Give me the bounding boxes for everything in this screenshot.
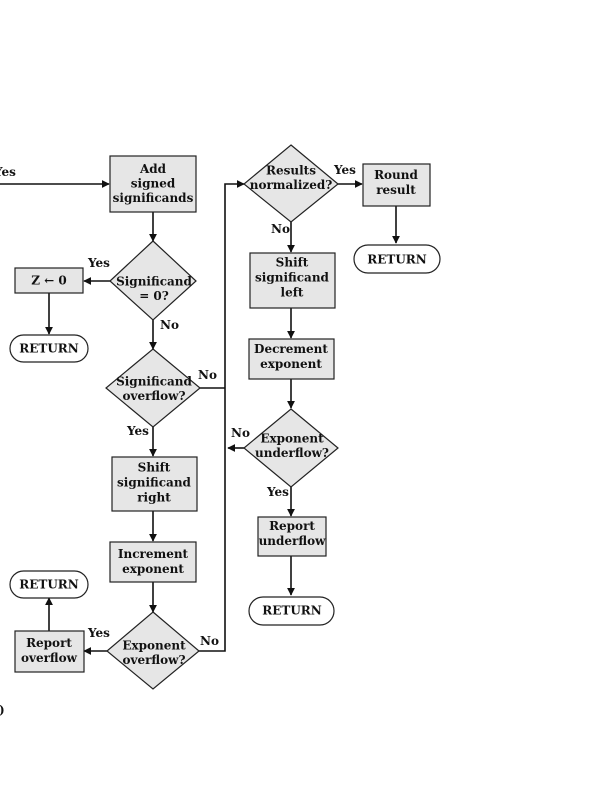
node-label-line: Increment (118, 547, 189, 561)
node-label-line: Exponent (260, 431, 324, 445)
node-label-line: significand (117, 476, 192, 490)
round-result-box (362, 163, 431, 207)
node-label-line: Report (269, 519, 315, 533)
significand-zero-label: Significand= 0? (116, 274, 192, 303)
zero-yes-label: Yes (87, 256, 110, 270)
shift-significand-right-box (111, 456, 198, 512)
node-label-line: significands (113, 191, 194, 205)
incoming-yes-label: Yes (0, 165, 16, 179)
node-label-line: Report (26, 636, 72, 650)
sig-overflow-yes-label: Yes (126, 424, 149, 438)
node-label-line: signed (131, 177, 176, 191)
sig-overflow-no-label: No (198, 368, 217, 382)
return-underflow-label: RETURN (262, 604, 321, 618)
results-normalized-diamond (243, 144, 339, 223)
node-label-line: = 0? (139, 289, 169, 303)
node-label-line: Significand (116, 374, 192, 388)
node-label-line: Shift (138, 461, 171, 475)
node-label-line: overflow? (122, 389, 185, 403)
node-label-line: exponent (260, 357, 322, 371)
exponent-underflow-diamond (243, 408, 339, 488)
decrement-exponent-box (248, 338, 335, 380)
underflow-yes-label: Yes (266, 485, 289, 499)
node-label-line: Decrement (254, 342, 328, 356)
add-signed-significands-box (109, 155, 197, 213)
return-underflow-terminal (248, 596, 335, 626)
node-label-line: underflow (259, 534, 327, 548)
node-label-line: Shift (276, 256, 309, 270)
shift-significand-left-box (249, 252, 336, 309)
node-label-line: normalized? (250, 178, 333, 192)
return-round-terminal (353, 244, 441, 274)
normalized-no-label: No (271, 222, 290, 236)
node-label-line: significand (255, 271, 330, 285)
edge-fragment-label: ) (0, 703, 5, 717)
underflow-no-label: No (231, 426, 250, 440)
node-label-line: result (376, 183, 416, 197)
edge-labels: Yes Yes No No Yes Yes No Yes No No Yes ) (0, 163, 356, 717)
zero-no-label: No (160, 318, 179, 332)
edges (0, 180, 400, 655)
z-zero-box (14, 267, 84, 294)
exponent-overflow-diamond (106, 611, 200, 690)
node-label-line: RETURN (367, 253, 426, 267)
return-zero-label: RETURN (19, 342, 78, 356)
significand-zero-diamond (109, 240, 197, 321)
z-zero-label: Z ← 0 (31, 274, 67, 288)
normalized-yes-label: Yes (333, 163, 356, 177)
node-label-line: RETURN (19, 578, 78, 592)
node-label-line: Significand (116, 274, 192, 288)
node-label-line: right (137, 491, 171, 505)
node-label-line: overflow? (122, 653, 185, 667)
node-label-line: Round (374, 168, 418, 182)
node-label-line: exponent (122, 562, 184, 576)
node-label-line: left (281, 286, 304, 300)
return-round-label: RETURN (367, 253, 426, 267)
node-label-line: Add (139, 162, 167, 176)
report-overflow-box (14, 630, 85, 673)
node-label-line: Z ← 0 (31, 274, 67, 288)
node-label-line: RETURN (262, 604, 321, 618)
report-underflow-box (257, 516, 327, 557)
exp-overflow-yes-label: Yes (87, 626, 110, 640)
exp-overflow-no-label: No (200, 634, 219, 648)
return-overflow-label: RETURN (19, 578, 78, 592)
node-label-line: RETURN (19, 342, 78, 356)
significand-overflow-diamond (105, 348, 201, 428)
increment-exponent-box (109, 541, 197, 583)
node-label-line: Results (266, 163, 316, 177)
return-overflow-terminal (9, 570, 89, 599)
return-zero-terminal (9, 334, 89, 363)
edge-expovf-no (199, 180, 245, 652)
node-label-line: underflow? (255, 446, 329, 460)
node-label-line: Exponent (122, 638, 186, 652)
node-label-line: overflow (21, 651, 78, 665)
